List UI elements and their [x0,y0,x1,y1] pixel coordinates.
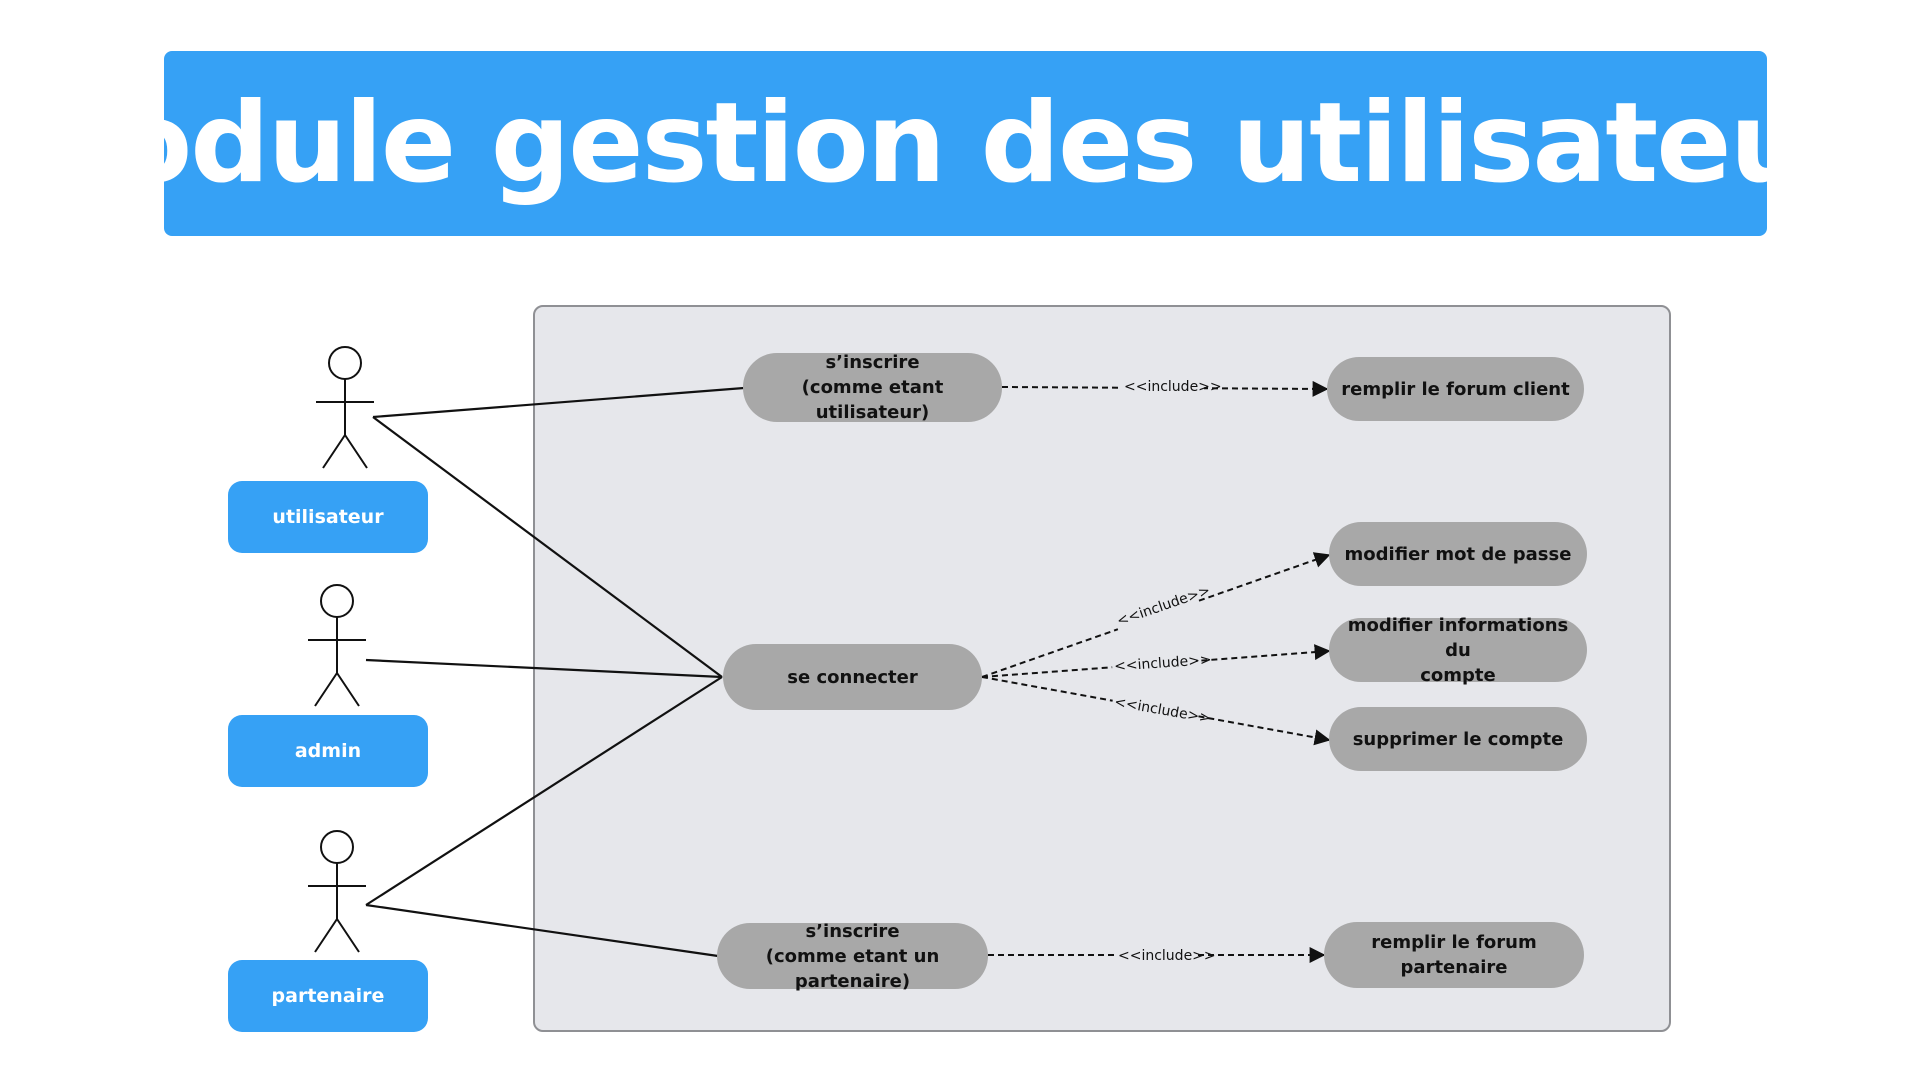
usecase-remplir-forum-partenaire-label: remplir le forum partenaire [1371,932,1537,978]
association-partenaire-inscrire [365,903,719,958]
usecase-inscrire-utilisateur-line2: (comme etant utilisateur) [801,377,944,423]
usecase-inscrire-partenaire: s’inscrire (comme etant un partenaire) [717,921,988,992]
actor-label-partenaire: partenaire [228,960,428,1032]
actor-partenaire-figure [308,830,366,953]
association-admin-connecter [365,658,723,679]
association-partenaire-connecter [365,676,723,906]
include-label-supprimer: <<include>> [1113,694,1212,727]
usecase-modifier-mot-de-passe: modifier mot de passe [1329,522,1587,586]
usecase-remplir-forum-client: remplir le forum client [1327,357,1584,421]
usecase-inscrire-partenaire-line1: s’inscrire [805,920,900,942]
usecase-remplir-forum-partenaire: remplir le forum partenaire [1324,922,1584,988]
actor-utilisateur-figure [316,346,374,469]
usecase-modifier-mot-de-passe-label: modifier mot de passe [1344,543,1572,565]
include-label-informations: <<include>> [1114,652,1213,675]
usecase-modifier-informations-line2: compte [1420,664,1496,686]
actor-label-admin: admin [228,715,428,787]
usecase-se-connecter: se connecter [723,644,982,710]
include-label-mot-de-passe: <<include>> [1115,583,1213,630]
include-arrow-supprimer [981,676,1331,746]
include-label-forum-partenaire: <<include>> [1118,948,1216,964]
include-label-forum-client: <<include>> [1124,379,1222,395]
association-utilisateur-inscrire [372,386,745,419]
usecase-inscrire-utilisateur-line1: s’inscrire [825,352,920,373]
actor-admin-figure [308,584,366,707]
usecase-modifier-informations: modifier informations du compte [1329,615,1587,686]
actor-label-utilisateur: utilisateur [228,481,428,553]
usecase-modifier-informations-line1: modifier informations du [1347,614,1569,661]
usecase-supprimer-compte: supprimer le compte [1329,707,1587,771]
usecase-inscrire-utilisateur: s’inscrire (comme etant utilisateur) [743,352,1002,423]
usecase-supprimer-compte-label: supprimer le compte [1352,728,1564,750]
association-utilisateur-connecter [372,416,723,678]
usecase-inscrire-partenaire-line2: (comme etant un partenaire) [765,945,940,992]
diagram-title: Module gestion des utilisateurs [7,79,1920,208]
title-banner: Module gestion des utilisateurs [8,51,1920,236]
usecase-remplir-forum-client-label: remplir le forum client [1341,378,1570,400]
usecase-se-connecter-label: se connecter [787,666,918,688]
